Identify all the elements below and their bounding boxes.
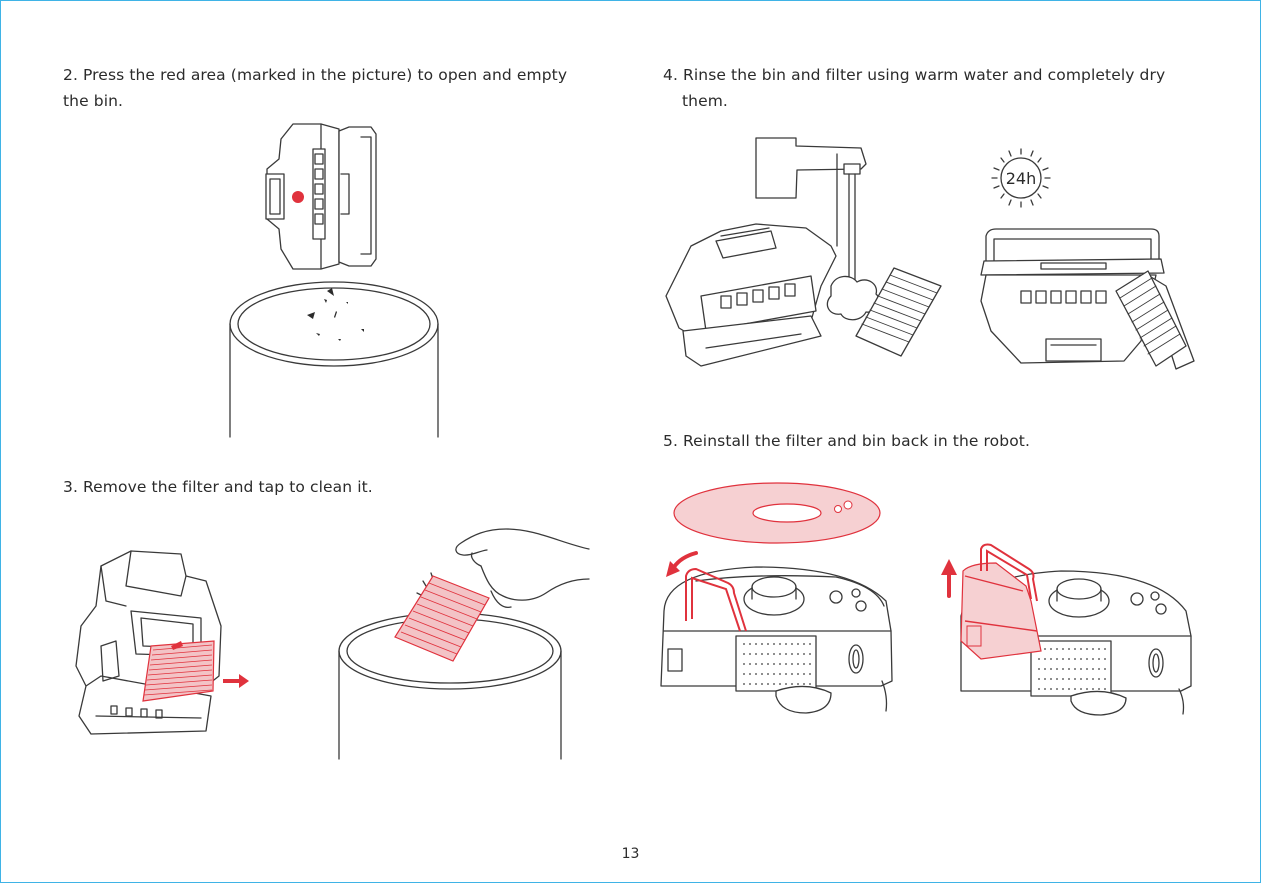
step-number: 2.: [63, 66, 78, 84]
illustration-rinse-bin: [661, 136, 946, 381]
drying-time-label: 24h: [1006, 169, 1037, 188]
step-number: 5.: [663, 432, 678, 450]
step-4-instruction: 4. Rinse the bin and filter using warm wa…: [663, 62, 1203, 114]
step-text: Remove the filter and tap to clean it.: [83, 478, 373, 496]
illustration-remove-filter: [71, 546, 261, 741]
page-number: 13: [1, 846, 1260, 862]
step-2-instruction: 2. Press the red area (marked in the pict…: [63, 62, 608, 114]
step-5-instruction: 5. Reinstall the filter and bin back in t…: [663, 428, 1203, 454]
illustration-reinstall-filter: [656, 481, 901, 716]
rotate-arrow-icon: [674, 553, 696, 567]
press-area-marker: [292, 191, 304, 203]
illustration-tap-filter: [331, 521, 601, 761]
illustration-empty-bin: [221, 119, 451, 439]
step-number: 4.: [663, 66, 678, 84]
step-text-line2: the bin.: [63, 92, 123, 110]
step-text-line2: them.: [663, 92, 728, 110]
illustration-install-bin: [941, 541, 1196, 716]
step-number: 3.: [63, 478, 78, 496]
step-text: Reinstall the filter and bin back in the…: [683, 432, 1030, 450]
step-3-instruction: 3. Remove the filter and tap to clean it.: [63, 474, 608, 500]
step-text-line1: Press the red area (marked in the pictur…: [83, 66, 567, 84]
step-text-line1: Rinse the bin and filter using warm wate…: [683, 66, 1165, 84]
illustration-dry-24h: 24h: [976, 141, 1206, 376]
pull-arrow-icon: [223, 674, 249, 688]
